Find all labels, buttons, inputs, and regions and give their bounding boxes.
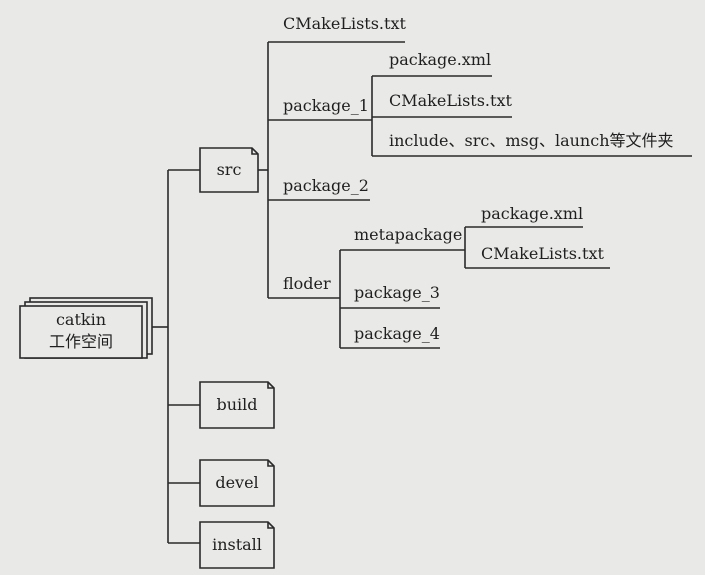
root-box-label: catkin 工作空间 [20,309,142,353]
package-2-label: package_2 [283,176,369,195]
folder-devel-label: devel [215,473,259,492]
mp-cmakelists-label: CMakeLists.txt [481,244,604,263]
folder-install-label: install [212,535,262,554]
folder-build-label: build [216,395,258,414]
p1-dirs-label: include、src、msg、launch等文件夹 [389,131,674,150]
src-cmakelists-label: CMakeLists.txt [283,14,406,33]
devel-folder-box [199,459,275,507]
install-folder-corner [267,522,274,529]
folder-src-label: src [216,160,242,179]
package-4-label: package_4 [354,324,440,343]
package-3-label: package_3 [354,283,440,302]
metapackage-label: metapackage [354,225,463,244]
root-label-line1: catkin [55,310,107,329]
package-1-label: package_1 [283,96,369,115]
devel-folder-corner [267,460,274,467]
install-folder-box [199,521,275,569]
root-label-line2: 工作空间 [48,332,113,351]
floder-label: floder [283,274,331,293]
build-folder-box [199,381,275,429]
src-folder-box [199,147,259,193]
p1-cmakelists-label: CMakeLists.txt [389,91,512,110]
p1-package-xml-label: package.xml [389,50,492,69]
mp-package-xml-label: package.xml [481,204,584,223]
build-folder-corner [267,382,274,389]
src-folder-corner [251,148,258,155]
root-box-front [19,305,143,359]
